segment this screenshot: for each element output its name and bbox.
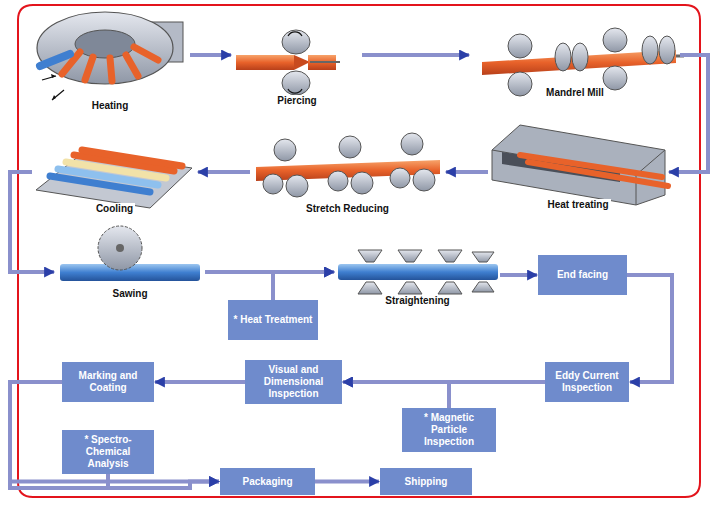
flow-arrow <box>362 53 469 57</box>
process-step: Sawing <box>55 225 205 301</box>
process-box: Packaging <box>220 468 315 495</box>
flow-arrow <box>446 170 488 174</box>
process-box: * Heat Treatment <box>228 300 318 340</box>
step-label: Piercing <box>275 95 318 107</box>
flow-arrow <box>669 55 708 172</box>
flow-arrow <box>315 480 379 484</box>
flow-arrow <box>500 273 537 277</box>
process-step: Stretch Reducing <box>250 128 445 216</box>
process-box: Marking and Coating <box>62 362 154 402</box>
process-step: Piercing <box>232 30 362 108</box>
process-box: Visual and Dimensional Inspection <box>245 360 342 404</box>
flow-arrow <box>449 382 545 408</box>
step-label: Heat treating <box>545 199 610 211</box>
box-text: * Magnetic Particle Inspection <box>406 412 492 448</box>
process-box: Eddy Current Inspection <box>545 362 629 402</box>
flow-arrow <box>190 53 231 57</box>
box-text: Packaging <box>242 476 292 488</box>
piercing-mill <box>236 30 340 95</box>
flow-arrow <box>155 380 245 384</box>
heat-treating-furnace <box>492 125 668 205</box>
flow-arrow <box>198 170 250 174</box>
straightening-machine <box>338 250 498 294</box>
flow-arrow <box>627 275 672 382</box>
step-label: Mandrel Mill <box>544 87 606 99</box>
box-text: * Heat Treatment <box>234 314 313 326</box>
box-text: Marking and Coating <box>66 370 150 394</box>
flow-arrow <box>205 272 273 300</box>
process-step: Straightening <box>335 248 500 308</box>
box-text: End facing <box>557 269 608 281</box>
flow-arrow <box>10 172 54 272</box>
process-step: Cooling <box>32 140 197 216</box>
process-box: End facing <box>538 255 627 295</box>
process-box: * Spectro-Chemical Analysis <box>62 430 154 474</box>
cooling-bed <box>36 150 192 208</box>
box-text: Eddy Current Inspection <box>549 370 625 394</box>
process-step: Heat treating <box>488 120 668 212</box>
process-box: Shipping <box>380 468 472 495</box>
step-label: Cooling <box>94 203 135 215</box>
step-label: Sawing <box>110 288 149 300</box>
frame <box>18 5 700 497</box>
mandrel-mill <box>482 28 684 96</box>
process-step: Mandrel Mill <box>470 18 680 100</box>
step-label: Heating <box>90 100 131 112</box>
cutting-saw <box>60 226 200 281</box>
process-step: Heating <box>30 8 190 113</box>
box-text: Visual and Dimensional Inspection <box>249 364 338 400</box>
step-label: Straightening <box>383 295 451 307</box>
step-label: Stretch Reducing <box>304 203 391 215</box>
box-text: * Spectro-Chemical Analysis <box>66 434 150 470</box>
process-box: * Magnetic Particle Inspection <box>402 408 496 452</box>
flow-arrow <box>343 382 449 408</box>
stretch-reducing-mill <box>256 133 440 197</box>
box-text: Shipping <box>405 476 448 488</box>
rotary-furnace <box>37 12 183 100</box>
flow-arrow <box>273 272 334 300</box>
flow-arrow <box>108 474 219 488</box>
